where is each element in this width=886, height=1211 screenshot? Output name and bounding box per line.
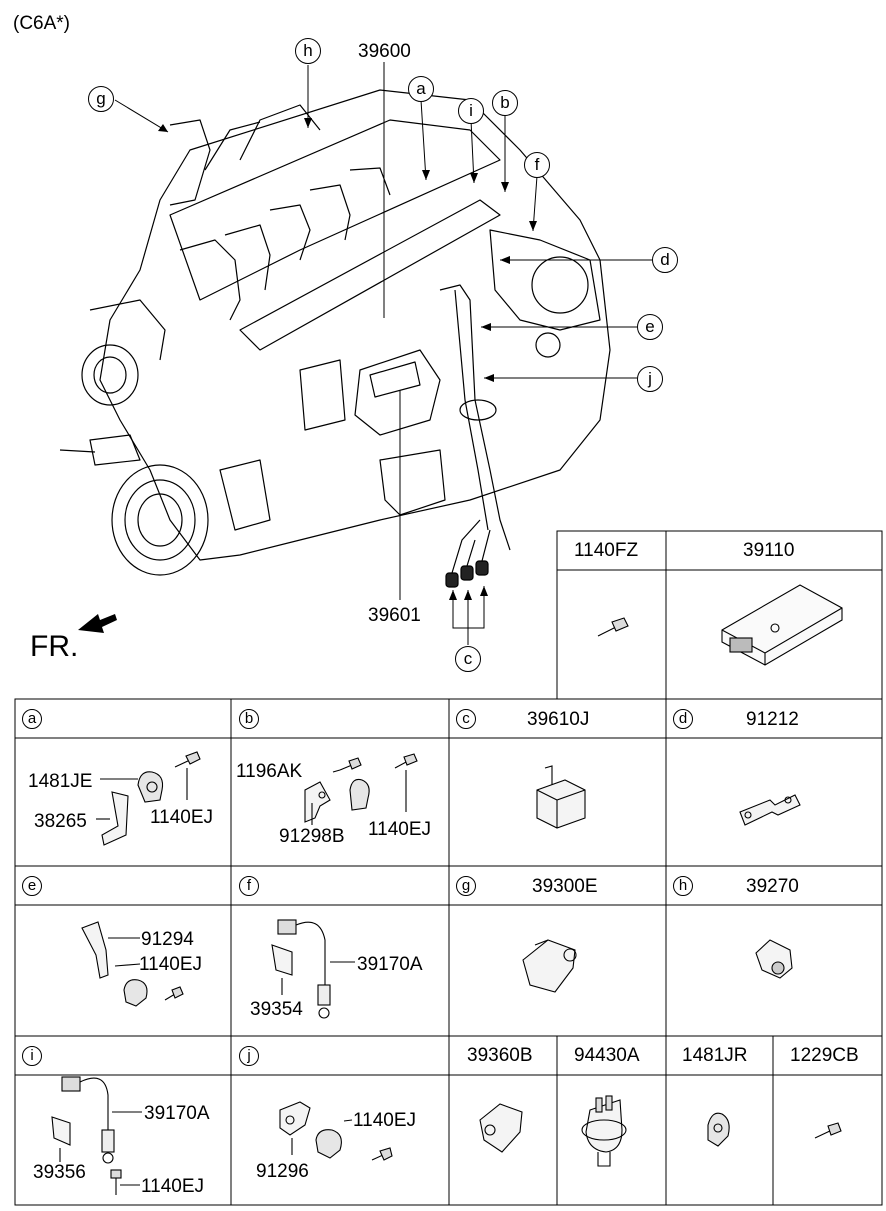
part-91296: 91296 [256, 1161, 309, 1182]
cell-b-letter: b [239, 709, 259, 729]
pressure-switch-icon [581, 1095, 627, 1167]
clip-icon [271, 944, 293, 976]
part-38265: 38265 [34, 811, 87, 832]
part-a-1140ej: 1140EJ [150, 807, 214, 828]
header-94430a: 94430A [574, 1045, 640, 1066]
front-arrow-icon [78, 614, 117, 633]
header-39110: 39110 [743, 540, 795, 561]
bracket-icon [739, 794, 801, 826]
cell-g-title: 39300E [532, 876, 598, 897]
bolt-icon [110, 1169, 122, 1195]
part-i-39170a: 39170A [144, 1103, 210, 1124]
callout-j: j [637, 366, 663, 392]
cell-h-title: 39270 [746, 876, 799, 897]
cell-c-letter: c [456, 709, 476, 729]
callout-i: i [458, 98, 484, 124]
clamp-icon [707, 1112, 730, 1147]
bracket-icon [101, 791, 129, 846]
cell-c-title: 39610J [527, 709, 590, 730]
header-1229cb: 1229CB [790, 1045, 859, 1066]
bolt-icon [814, 1122, 842, 1139]
clamp-icon [137, 771, 164, 803]
header-1140fz: 1140FZ [574, 540, 639, 561]
part-f-39170a: 39170A [357, 954, 423, 975]
part-39356: 39356 [33, 1162, 86, 1183]
clamp-icon [123, 979, 148, 1007]
part-1196ak: 1196AK [236, 761, 303, 782]
callout-g: g [88, 86, 114, 112]
cell-d-title: 91212 [746, 709, 799, 730]
bracket-icon [81, 921, 109, 979]
part-j-1140ej: 1140EJ [353, 1110, 417, 1131]
cell-a-letter: a [22, 709, 42, 729]
bolt-icon [371, 1147, 393, 1161]
speed-sensor-icon [479, 1103, 523, 1153]
clamp-icon [315, 1129, 342, 1159]
engine-illustration [59, 62, 652, 645]
cell-f-letter: f [239, 876, 259, 896]
callout-e: e [637, 314, 663, 340]
front-label: FR. [30, 630, 79, 663]
callout-h: h [295, 38, 321, 64]
callout-b: b [492, 90, 518, 116]
callout-c: c [455, 646, 481, 672]
bolt-icon [174, 751, 201, 768]
cell-j-letter: j [239, 1046, 259, 1066]
cell-d-letter: d [673, 709, 693, 729]
cell-e-letter: e [22, 876, 42, 896]
callout-a: a [408, 76, 434, 102]
part-91294: 91294 [141, 929, 194, 950]
part-label-ecu-harness: 39601 [368, 605, 421, 626]
part-91298b: 91298B [279, 826, 345, 847]
cell-h-letter: h [673, 876, 693, 896]
bracket-icon [279, 1101, 311, 1136]
part-label-harness: 39600 [358, 41, 411, 62]
header-39360b: 39360B [467, 1045, 533, 1066]
clip-icon [51, 1116, 71, 1146]
part-b-1140ej: 1140EJ [368, 819, 432, 840]
part-39354: 39354 [250, 999, 303, 1020]
variant-label: (C6A*) [13, 13, 71, 34]
bolt-icon [164, 986, 184, 1001]
part-i-1140ej: 1140EJ [141, 1176, 205, 1197]
cell-i-letter: i [22, 1046, 42, 1066]
bolt-icon [339, 753, 418, 771]
callout-d: d [652, 247, 678, 273]
clamp-icon [349, 778, 370, 811]
bracket-icon [304, 781, 331, 823]
relay-icon [536, 765, 586, 829]
part-1481je: 1481JE [28, 771, 93, 792]
part-e-1140ej: 1140EJ [139, 954, 203, 975]
cell-g-letter: g [456, 876, 476, 896]
sensor-icon [61, 1076, 115, 1164]
position-sensor-icon [755, 939, 793, 979]
header-1481jr: 1481JR [682, 1045, 748, 1066]
map-sensor-icon [522, 939, 577, 993]
callout-f: f [524, 152, 550, 178]
